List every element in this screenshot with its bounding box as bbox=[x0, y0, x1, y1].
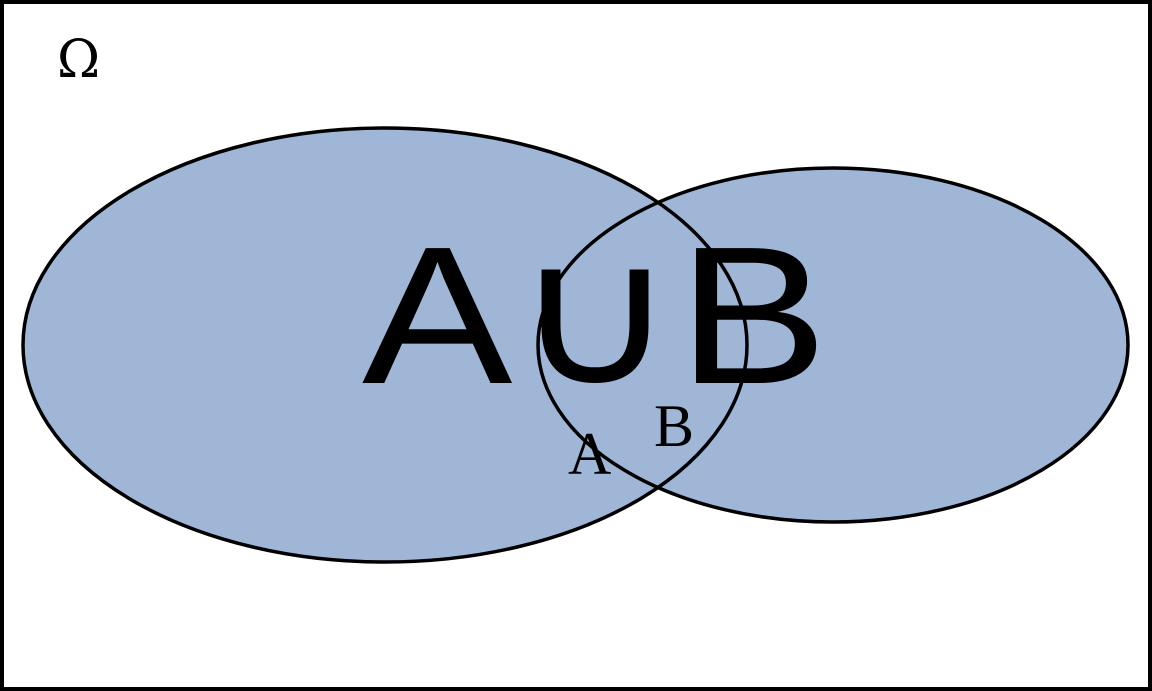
set-a-fill bbox=[23, 128, 747, 562]
union-label: A∪B bbox=[362, 206, 828, 425]
set-b-label: B bbox=[654, 393, 694, 459]
set-a-outline bbox=[21, 126, 749, 564]
set-b-fill bbox=[538, 168, 1128, 522]
set-b-outline bbox=[536, 166, 1130, 524]
universe-label: Ω bbox=[57, 30, 100, 90]
set-a-label: A bbox=[568, 421, 611, 487]
